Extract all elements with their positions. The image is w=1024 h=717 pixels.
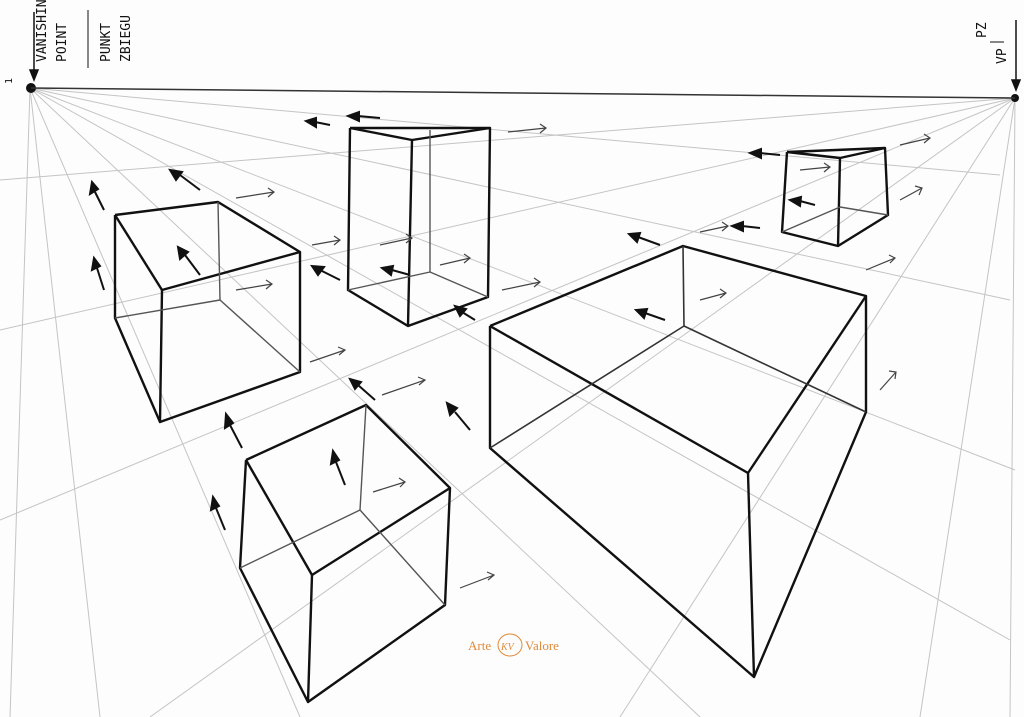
left-vp-label-line2: POINT — [55, 23, 70, 62]
left-edge-mark: 1 — [4, 78, 15, 84]
watermark-monogram-ring — [497, 633, 523, 657]
left-vp-label-pl-line1: PUNKT — [99, 23, 114, 62]
box-tall-middle — [346, 126, 492, 328]
right-vp-label-bottom: VP — [995, 48, 1010, 64]
label-arrows — [28, 10, 1022, 93]
pencil-guidelines — [0, 87, 1016, 717]
left-vp-label-pl-line2: ZBIEGU — [119, 15, 134, 62]
right-vp-label-top: PZ — [975, 22, 990, 38]
left-vp-label-line1: VANISHING — [35, 0, 50, 62]
box-large-right — [488, 244, 868, 679]
watermark-monogram: KV — [500, 642, 516, 653]
watermark-left-word: Arte — [468, 638, 491, 653]
box-small-right — [780, 146, 890, 248]
direction-arrows — [88, 110, 816, 531]
arte-valore-watermark: Arte KV Valore — [468, 633, 559, 657]
pencil-arrows — [235, 123, 932, 589]
watermark-right-word: Valore — [525, 638, 559, 653]
box-upper-left — [113, 200, 302, 424]
horizon-line — [30, 87, 1016, 99]
box-lower-left — [238, 403, 452, 704]
